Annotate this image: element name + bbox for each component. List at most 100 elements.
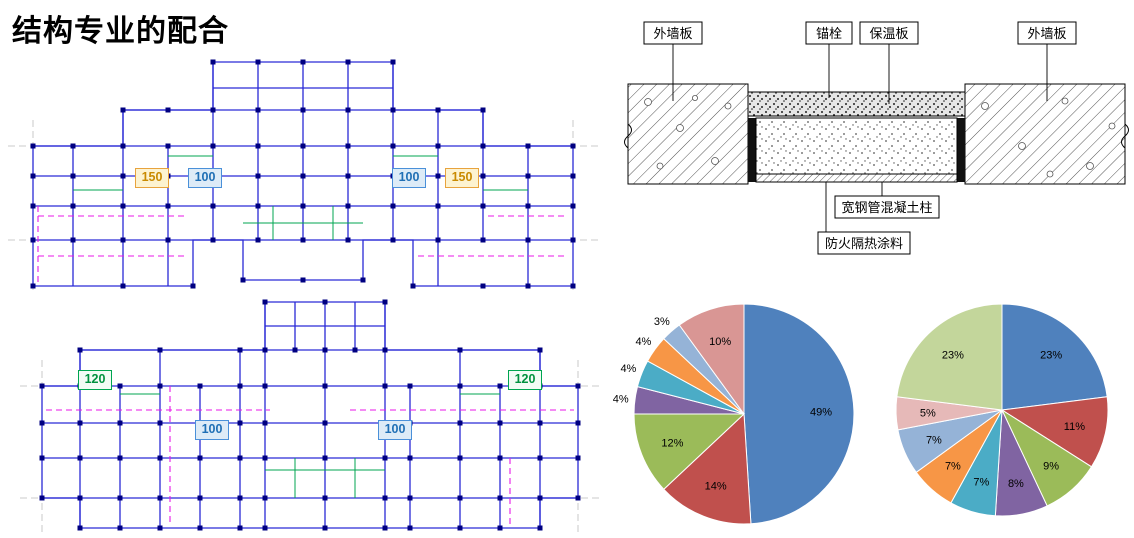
- pie-data-label: 12%: [661, 437, 683, 449]
- thickness-tag: 100: [392, 168, 426, 188]
- pie-slice: [896, 303, 1003, 411]
- column-marker: [480, 173, 486, 179]
- callout-label: 保温板: [869, 26, 908, 41]
- column-marker: [255, 143, 261, 149]
- column-marker: [322, 420, 328, 426]
- column-marker: [497, 420, 503, 426]
- column-marker: [255, 237, 261, 243]
- column-marker: [570, 237, 576, 243]
- column-marker: [457, 347, 463, 353]
- column-marker: [570, 203, 576, 209]
- pie-data-label: 7%: [973, 476, 989, 488]
- column-marker: [190, 283, 196, 289]
- column-marker: [237, 455, 243, 461]
- column-marker: [345, 203, 351, 209]
- column-marker: [120, 107, 126, 113]
- column-marker: [300, 203, 306, 209]
- column-marker: [262, 525, 268, 531]
- column-marker: [30, 143, 36, 149]
- callout-label: 外墙板: [653, 26, 692, 41]
- column-marker: [39, 420, 45, 426]
- column-marker: [390, 143, 396, 149]
- column-marker: [262, 383, 268, 389]
- column-marker: [255, 173, 261, 179]
- pie-chart-left: 49%14%12%4%4%4%3%10%: [613, 303, 855, 525]
- pie-slice: [1001, 303, 1108, 411]
- pie-data-label: 8%: [1008, 478, 1024, 490]
- column-marker: [497, 455, 503, 461]
- column-marker: [525, 203, 531, 209]
- column-marker: [237, 525, 243, 531]
- column-marker: [39, 455, 45, 461]
- column-marker: [345, 107, 351, 113]
- column-marker: [70, 237, 76, 243]
- column-marker: [300, 143, 306, 149]
- column-marker: [382, 383, 388, 389]
- wall-section-detail: 外墙板 锚栓 保温板 外墙板 宽钢管混凝土柱 防火隔热涂料: [620, 6, 1132, 269]
- column-marker: [117, 495, 123, 501]
- column-marker: [120, 143, 126, 149]
- column-marker: [117, 455, 123, 461]
- right-wall-panel: [964, 83, 1126, 185]
- column-marker: [382, 495, 388, 501]
- column-marker: [537, 347, 543, 353]
- column-marker: [262, 420, 268, 426]
- callout-label: 宽钢管混凝土柱: [841, 200, 932, 215]
- column-marker: [210, 59, 216, 65]
- column-marker: [292, 347, 298, 353]
- column-marker: [197, 455, 203, 461]
- column-marker: [382, 455, 388, 461]
- column-marker: [255, 203, 261, 209]
- column-marker: [345, 59, 351, 65]
- callout-boxes: [643, 21, 1077, 255]
- pie-data-label: 14%: [705, 481, 727, 493]
- pie-data-label: 11%: [1064, 421, 1085, 433]
- column-marker: [480, 237, 486, 243]
- column-marker: [575, 420, 581, 426]
- column-marker: [575, 455, 581, 461]
- floor-plan-bottom-drawing: [20, 299, 600, 533]
- column-marker: [525, 143, 531, 149]
- steel-plate-right: [957, 118, 965, 182]
- wall-lines: [41, 301, 579, 529]
- page-title: 结构专业的配合: [12, 15, 229, 48]
- thickness-tag: 100: [188, 168, 222, 188]
- column-marker: [570, 143, 576, 149]
- column-marker: [30, 237, 36, 243]
- column-marker: [390, 59, 396, 65]
- pie-data-label: 7%: [926, 435, 942, 447]
- column-marker: [457, 525, 463, 531]
- column-marker: [435, 173, 441, 179]
- column-marker: [240, 277, 246, 283]
- column-marker: [322, 525, 328, 531]
- pie-slice: [743, 303, 855, 525]
- column-marker: [570, 283, 576, 289]
- column-marker: [345, 143, 351, 149]
- column-marker: [262, 455, 268, 461]
- pie-chart-right: 23%11%9%8%7%7%7%5%23%: [895, 303, 1109, 517]
- concrete-column: [755, 117, 958, 175]
- callout-label: 锚栓: [816, 26, 842, 41]
- column-marker: [197, 495, 203, 501]
- column-marker: [537, 420, 543, 426]
- column-marker: [360, 277, 366, 283]
- column-marker: [120, 203, 126, 209]
- insulation-board: [747, 91, 966, 117]
- column-marker: [345, 173, 351, 179]
- column-marker: [210, 143, 216, 149]
- pie-data-label: 4%: [613, 393, 629, 405]
- column-marker: [255, 107, 261, 113]
- column-marker: [157, 495, 163, 501]
- column-marker: [120, 173, 126, 179]
- column-marker: [457, 495, 463, 501]
- callout-label: 防火隔热涂料: [825, 236, 903, 251]
- column-marker: [322, 455, 328, 461]
- column-marker: [70, 203, 76, 209]
- column-marker: [77, 525, 83, 531]
- column-marker: [480, 283, 486, 289]
- column-marker: [30, 203, 36, 209]
- column-marker: [497, 495, 503, 501]
- column-marker: [322, 347, 328, 353]
- floor-plan-top-drawing: [8, 59, 598, 290]
- column-marker: [390, 107, 396, 113]
